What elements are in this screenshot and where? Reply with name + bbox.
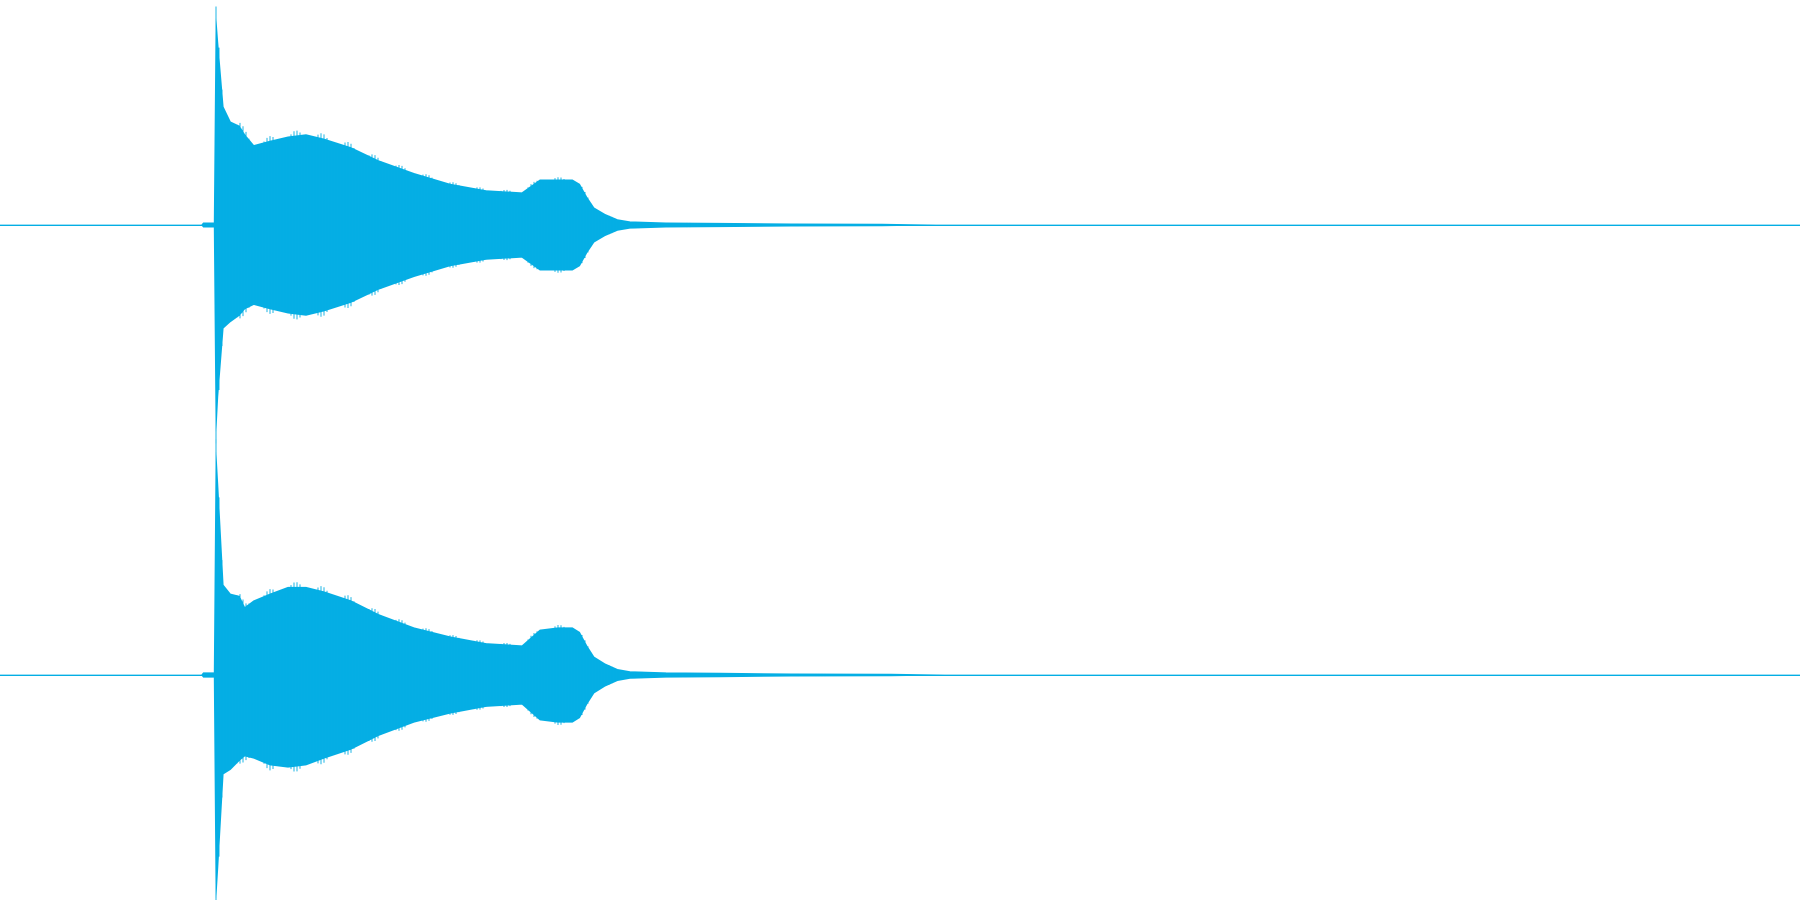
channel-1 <box>0 6 1800 444</box>
channel-2 <box>0 439 1800 900</box>
channel-1-envelope <box>0 18 1800 432</box>
channel-1-samples <box>215 6 883 444</box>
channel-2-envelope <box>0 452 1800 898</box>
channel-2-samples <box>215 439 892 900</box>
